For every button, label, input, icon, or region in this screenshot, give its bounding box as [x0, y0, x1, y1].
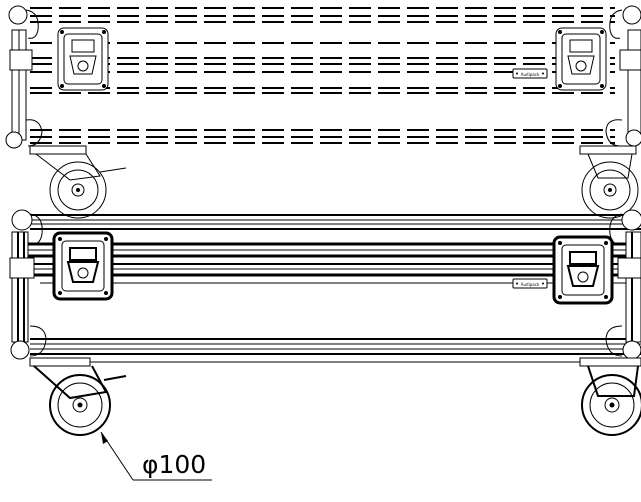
upper-view: Audipack — [5, 5, 641, 219]
lower-left-latch — [52, 231, 114, 301]
upper-left-latch — [57, 27, 109, 91]
upper-brand-badge: Audipack — [512, 68, 548, 79]
upper-right-frame — [605, 5, 641, 147]
lower-right-frame — [605, 209, 641, 360]
lower-bottom-extrusion — [30, 338, 641, 363]
lower-right-caster — [579, 357, 641, 436]
lower-view: Audipack — [9, 209, 641, 436]
upper-dashed-panels — [30, 7, 615, 144]
lower-brand-badge: Audipack — [512, 278, 548, 289]
upper-right-caster — [579, 145, 639, 219]
upper-left-caster — [29, 145, 127, 219]
upper-left-frame — [5, 5, 43, 149]
upper-brand-badge-text: Audipack — [521, 72, 540, 77]
dimension-arrowhead — [101, 432, 108, 444]
lower-brand-badge-text: Audipack — [521, 282, 540, 287]
upper-right-latch — [555, 27, 607, 91]
lower-right-latch — [552, 235, 614, 305]
lower-left-caster — [29, 357, 127, 436]
lower-top-extrusion — [30, 214, 641, 230]
wheel-dimension-callout: φ100 — [100, 431, 212, 481]
wheel-dimension-label: φ100 — [142, 450, 206, 479]
lower-left-frame — [9, 209, 47, 360]
